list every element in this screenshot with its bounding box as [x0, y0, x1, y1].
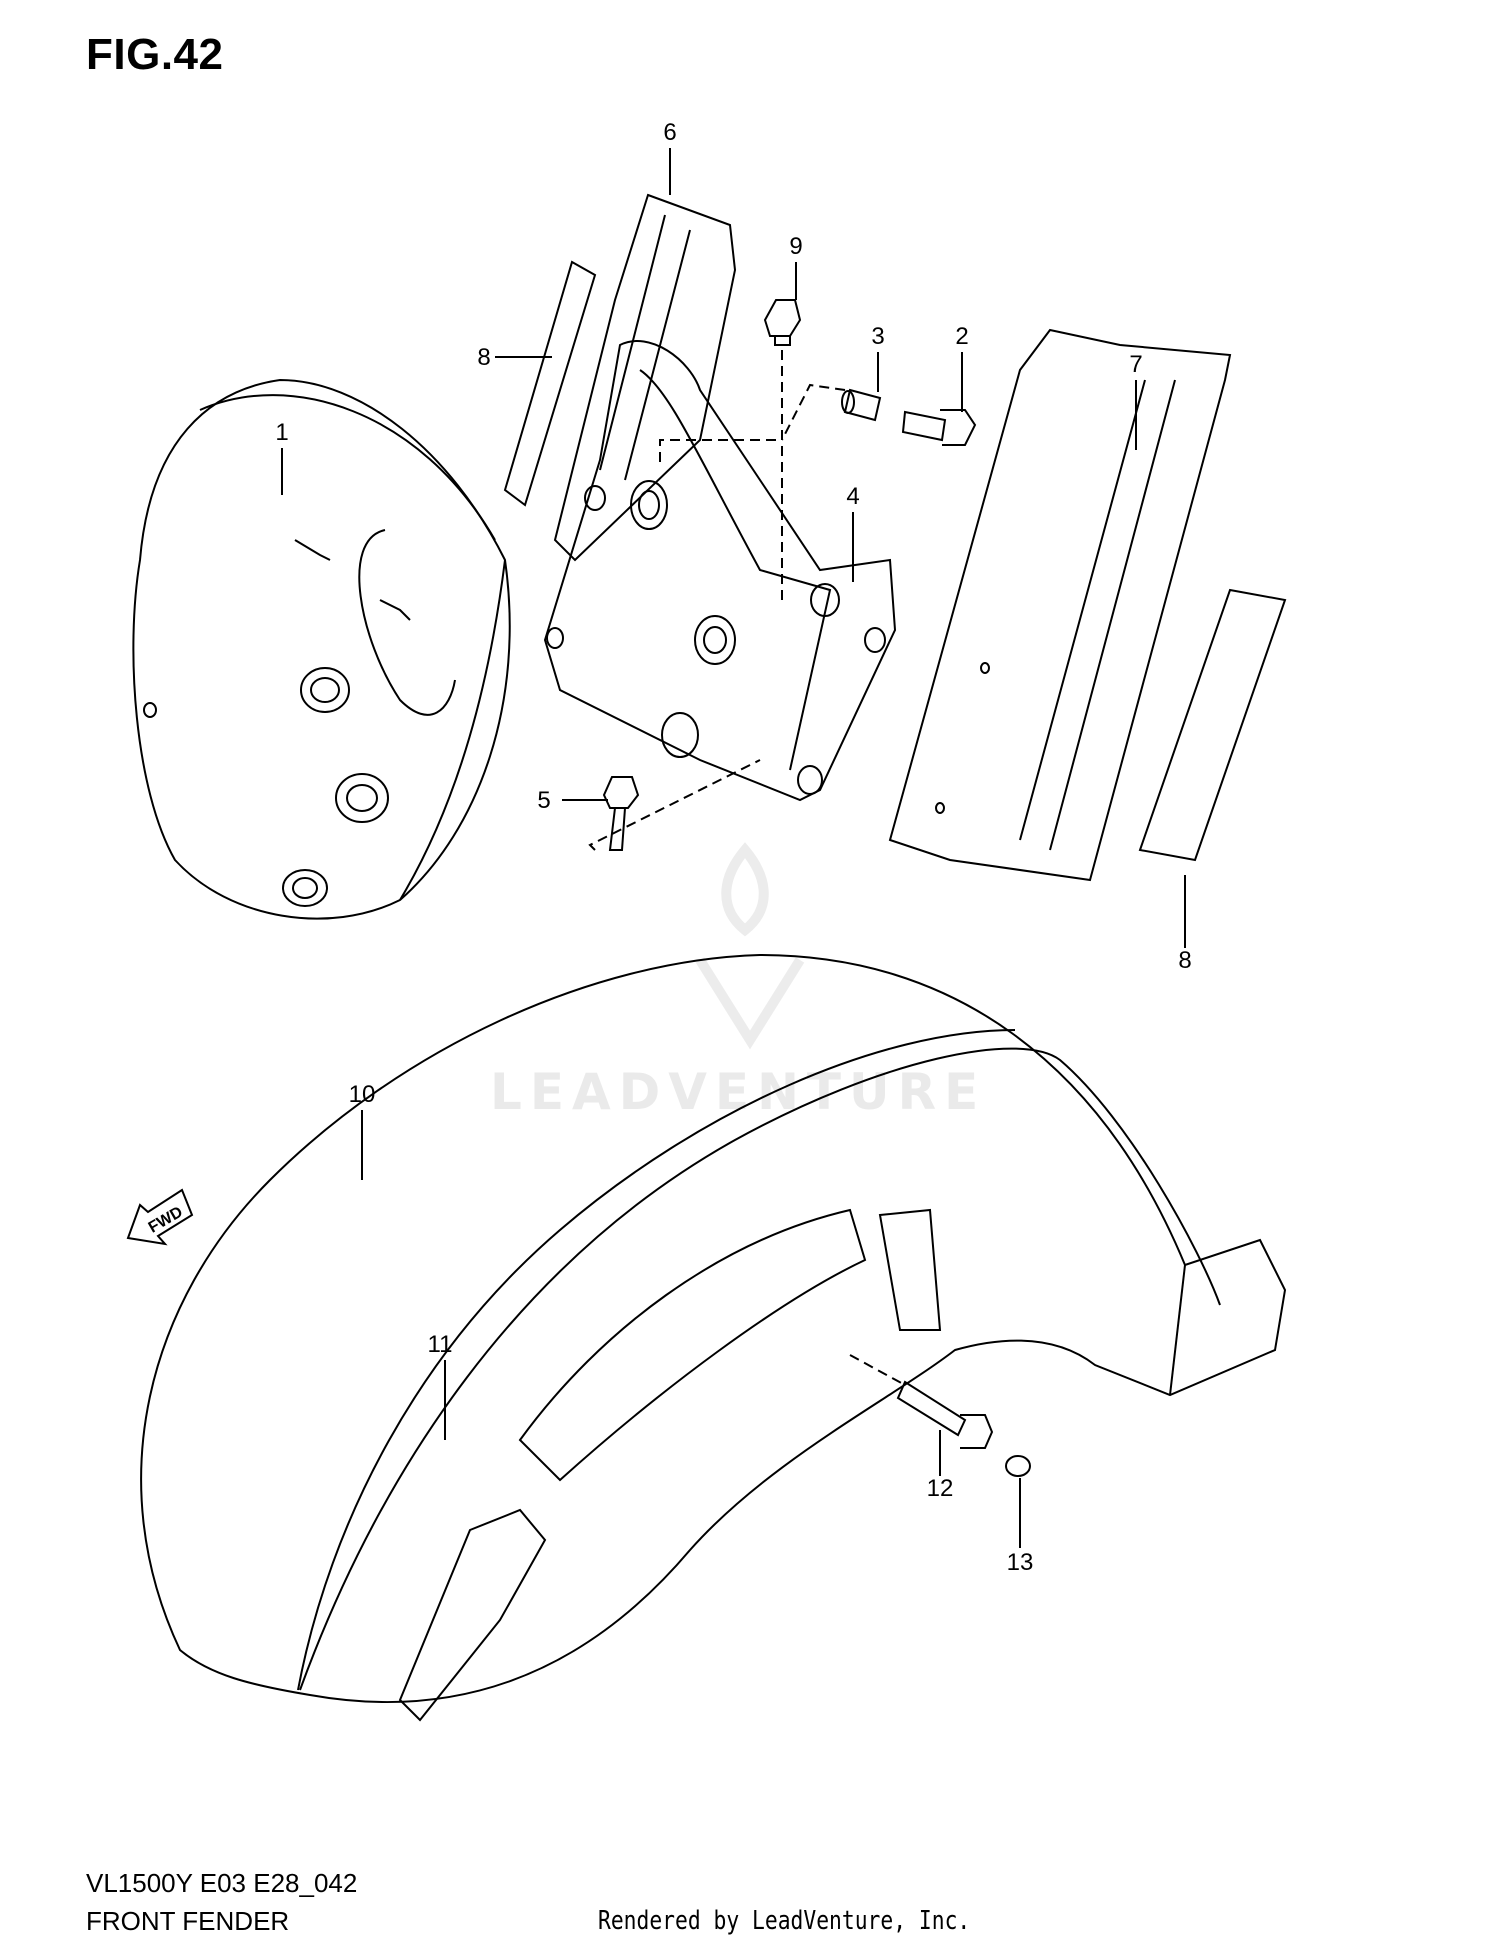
leader-12 [849, 1354, 906, 1386]
callout-1: 1 [275, 419, 288, 446]
callout-9: 9 [789, 233, 802, 260]
callout-leaders [281, 148, 1186, 1548]
headlight-bracket [543, 340, 897, 802]
rubber-strip-right [1138, 588, 1287, 862]
leader-9 [659, 350, 783, 465]
callout-6: 6 [663, 119, 676, 146]
callout-2: 2 [955, 323, 968, 350]
model-code: VL1500Y E03 E28_042 [86, 1868, 358, 1898]
rendered-by-credit: Rendered by LeadVenture, Inc. [598, 1906, 971, 1936]
bolt-12 [896, 1380, 994, 1449]
fwd-arrow-icon [126, 1188, 194, 1246]
callout-8-top: 8 [477, 344, 490, 371]
washer-13 [1005, 1455, 1031, 1477]
callout-7: 7 [1129, 351, 1142, 378]
lower-cover-plate [888, 328, 1232, 882]
screw-5 [602, 776, 640, 851]
watermark-logo [695, 842, 805, 1050]
section-name: FRONT FENDER [86, 1906, 290, 1936]
callout-11: 11 [428, 1331, 453, 1358]
rubber-strip-left [503, 260, 597, 507]
bolt-9 [763, 299, 802, 346]
callout-3: 3 [871, 323, 884, 350]
upper-cover-plate [553, 193, 737, 562]
leader-3 [781, 383, 846, 441]
callout-5: 5 [537, 787, 550, 814]
fender-trim [297, 1029, 1016, 1691]
callout-4: 4 [846, 483, 859, 510]
headlight-housing [132, 378, 511, 920]
callout-13: 13 [1007, 1549, 1034, 1576]
collar-3 [841, 388, 882, 422]
callout-12: 12 [927, 1475, 954, 1502]
leader-5 [588, 759, 761, 851]
bolt-2 [901, 409, 977, 446]
front-fender [140, 953, 1287, 1722]
callout-8-bottom: 8 [1178, 947, 1191, 974]
figure-title: FIG.42 [86, 30, 224, 79]
callout-10: 10 [349, 1081, 376, 1108]
